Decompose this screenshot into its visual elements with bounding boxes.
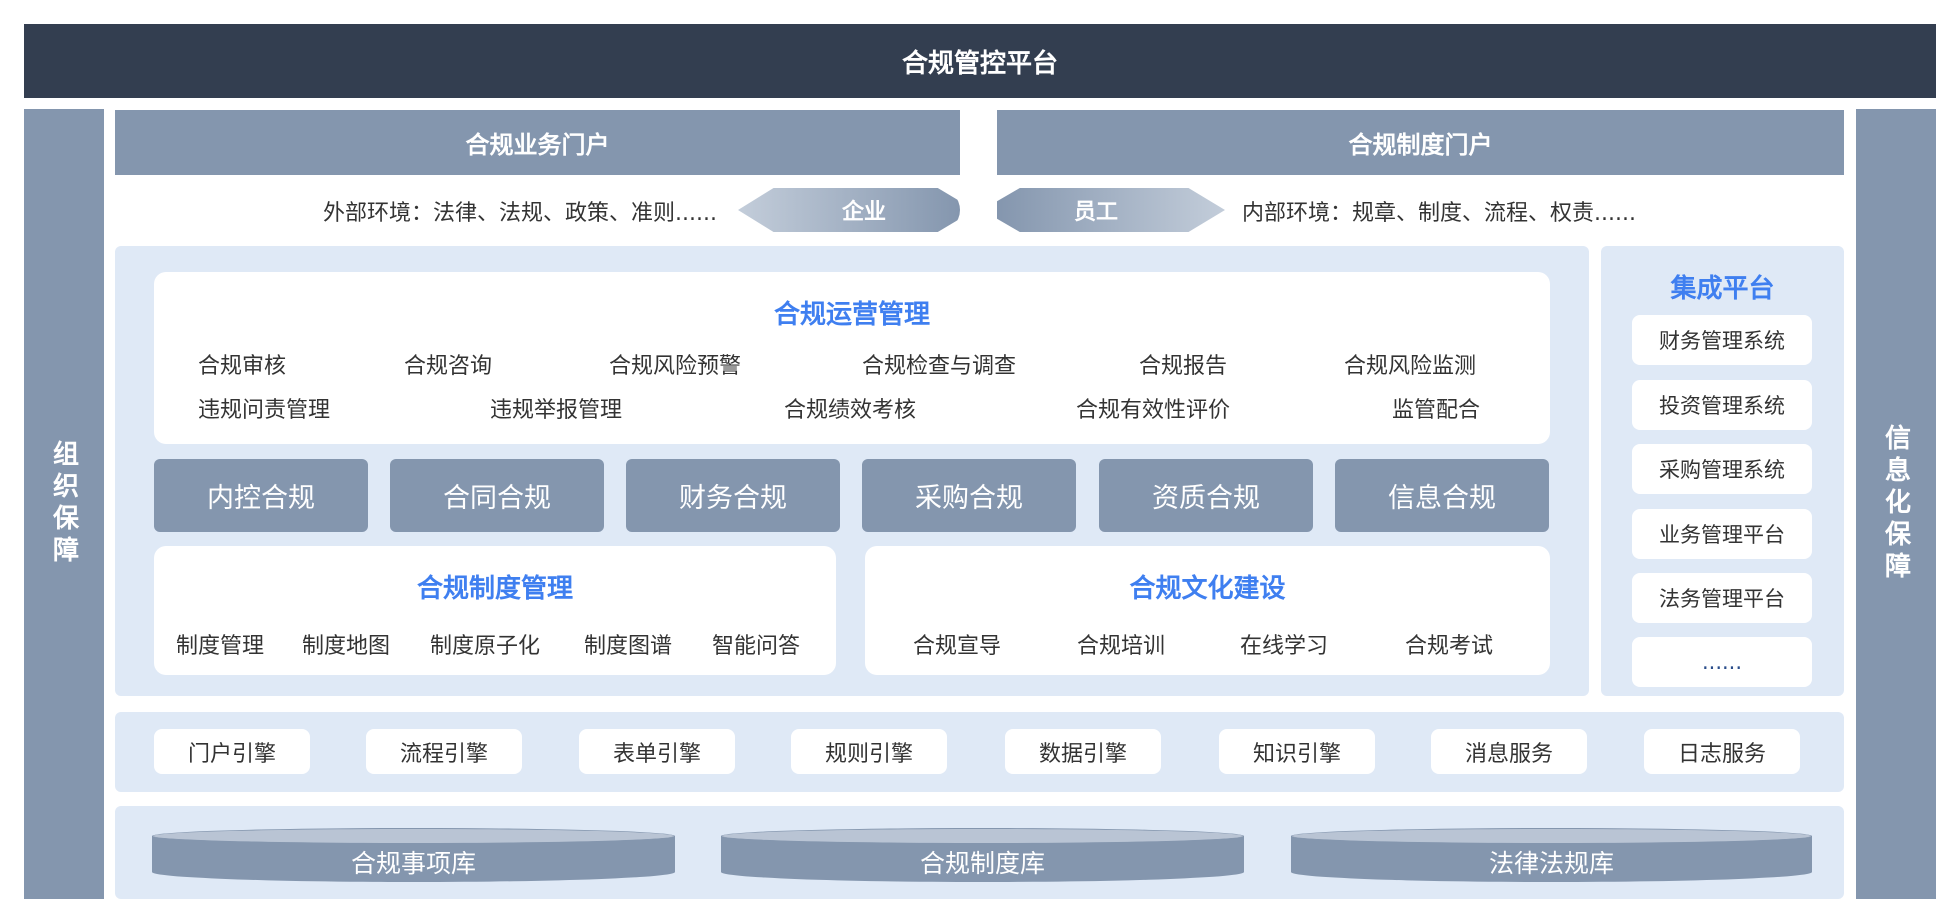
cylinder-top <box>1291 828 1812 844</box>
integration-item[interactable]: 业务管理平台 <box>1632 509 1812 559</box>
engine-item[interactable]: 知识引擎 <box>1219 729 1375 774</box>
culture-item[interactable]: 合规考试 <box>1405 634 1494 659</box>
policy-item[interactable]: 制度原子化 <box>430 634 541 659</box>
culture-item[interactable]: 在线学习 <box>1240 634 1329 659</box>
ops-item[interactable]: 合规绩效考核 <box>784 398 917 423</box>
culture-item[interactable]: 合规宣导 <box>913 634 1002 659</box>
integration-item[interactable]: 法务管理平台 <box>1632 573 1812 623</box>
module-finance[interactable]: 财务合规 <box>626 459 840 532</box>
internal-environment: 内部环境：规章、制度、流程、权责...... <box>1242 201 1636 226</box>
operations-title: 合规运营管理 <box>773 300 930 330</box>
engine-item[interactable]: 表单引擎 <box>579 729 735 774</box>
ops-item[interactable]: 合规风险监测 <box>1344 354 1477 379</box>
informatization-guarantee-pillar: 信息化保障 <box>1856 109 1936 899</box>
business-portal[interactable]: 合规业务门户 <box>115 110 960 175</box>
engine-item[interactable]: 消息服务 <box>1431 729 1587 774</box>
ops-item[interactable]: 合规检查与调查 <box>862 354 1017 379</box>
employee-arrow: 员工 <box>997 188 1225 232</box>
integration-item[interactable]: 投资管理系统 <box>1632 380 1812 430</box>
engine-item[interactable]: 日志服务 <box>1644 729 1800 774</box>
ops-item[interactable]: 违规问责管理 <box>198 398 331 423</box>
culture-title: 合规文化建设 <box>1129 574 1286 604</box>
module-procurement[interactable]: 采购合规 <box>862 459 1076 532</box>
operations-box: 合规运营管理 合规审核 合规咨询 合规风险预警 合规检查与调查 合规报告 合规风… <box>154 272 1550 444</box>
enterprise-label: 企业 <box>841 200 886 225</box>
policy-item[interactable]: 制度管理 <box>176 634 265 659</box>
database-compliance-policies[interactable]: 合规制度库 <box>721 828 1244 882</box>
cylinder-top <box>721 828 1244 844</box>
platform-title: 合规管控平台 <box>24 24 1936 98</box>
policy-mgmt-box: 合规制度管理 制度管理 制度地图 制度原子化 制度图谱 智能问答 <box>154 546 836 675</box>
integration-item[interactable]: 财务管理系统 <box>1632 315 1812 365</box>
policy-item[interactable]: 制度图谱 <box>584 634 673 659</box>
policy-portal[interactable]: 合规制度门户 <box>997 110 1844 175</box>
integration-title: 集成平台 <box>1670 274 1775 304</box>
engine-item[interactable]: 门户引擎 <box>154 729 310 774</box>
cylinder-top <box>152 828 675 844</box>
module-contract[interactable]: 合同合规 <box>390 459 604 532</box>
database-label: 合规制度库 <box>721 836 1244 882</box>
policy-item[interactable]: 智能问答 <box>712 634 801 659</box>
ops-item[interactable]: 监管配合 <box>1392 398 1481 423</box>
integration-item[interactable]: 采购管理系统 <box>1632 444 1812 494</box>
ops-item[interactable]: 合规报告 <box>1139 354 1228 379</box>
employee-label: 员工 <box>1073 200 1118 225</box>
policy-item[interactable]: 制度地图 <box>302 634 391 659</box>
organization-guarantee-pillar: 组织保障 <box>24 109 104 899</box>
culture-box: 合规文化建设 合规宣导 合规培训 在线学习 合规考试 <box>865 546 1550 675</box>
database-laws-regulations[interactable]: 法律法规库 <box>1291 828 1812 882</box>
engine-item[interactable]: 流程引擎 <box>366 729 522 774</box>
external-environment: 外部环境：法律、法规、政策、准则...... <box>323 201 717 226</box>
ops-item[interactable]: 合规风险预警 <box>609 354 742 379</box>
culture-item[interactable]: 合规培训 <box>1077 634 1166 659</box>
module-qualification[interactable]: 资质合规 <box>1099 459 1313 532</box>
module-information[interactable]: 信息合规 <box>1335 459 1549 532</box>
ops-item[interactable]: 合规审核 <box>198 354 287 379</box>
module-internal-control[interactable]: 内控合规 <box>154 459 368 532</box>
ops-item[interactable]: 合规有效性评价 <box>1076 398 1231 423</box>
enterprise-arrow: 企业 <box>738 188 960 232</box>
policy-mgmt-title: 合规制度管理 <box>416 574 573 604</box>
integration-item-more[interactable]: ...... <box>1632 637 1812 687</box>
database-compliance-matters[interactable]: 合规事项库 <box>152 828 675 882</box>
engine-item[interactable]: 数据引擎 <box>1005 729 1161 774</box>
ops-item[interactable]: 合规咨询 <box>404 354 493 379</box>
ops-item[interactable]: 违规举报管理 <box>490 398 623 423</box>
engine-item[interactable]: 规则引擎 <box>791 729 947 774</box>
